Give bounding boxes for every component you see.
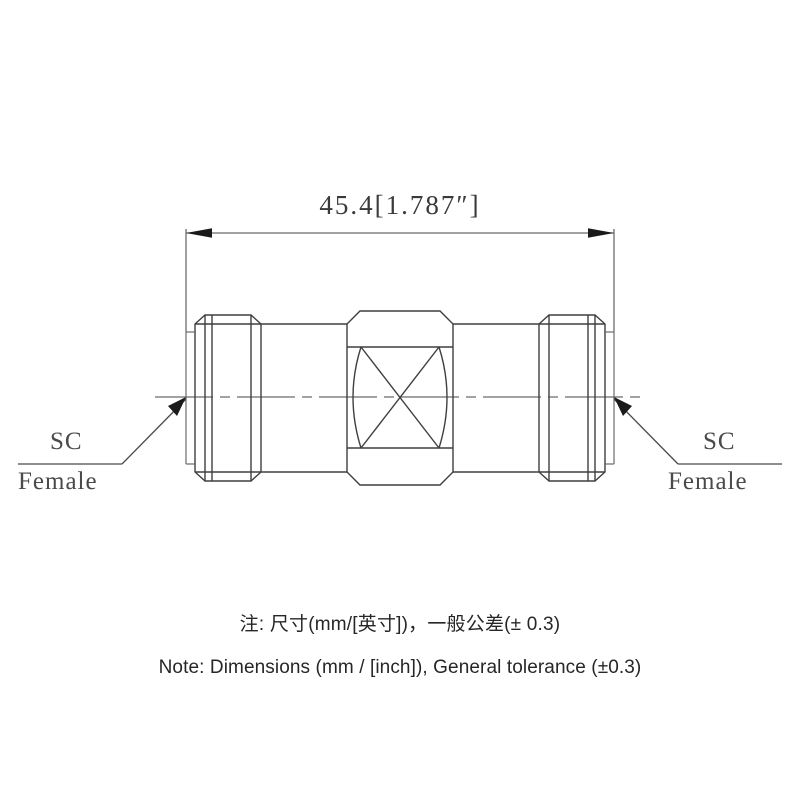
right-hex-nut [538, 314, 606, 482]
dimension-label: 45.4[1.787″] [319, 190, 481, 220]
left-callout-leader [18, 397, 187, 465]
right-callout-leader [613, 397, 782, 465]
left-leader-arrowhead [168, 397, 186, 416]
center-body-cross-b [360, 346, 440, 449]
dimension-group [185, 228, 615, 332]
note-chinese: 注: 尺寸(mm/[英寸])，一般公差(± 0.3) [239, 614, 561, 635]
right-callout-line1: SC [703, 428, 736, 455]
right-extension-whiskers [604, 331, 615, 465]
note-english: Note: Dimensions (mm / [inch]), General … [158, 657, 642, 678]
center-body-outline [346, 310, 454, 486]
left-hex-nut [194, 314, 262, 482]
center-body-arc-left [352, 346, 362, 449]
dimension-arrowhead-left [186, 228, 212, 238]
right-callout-line2: Female [668, 468, 748, 495]
center-hex-body [346, 310, 454, 486]
dimension-arrowhead-right [588, 228, 614, 238]
left-barrel [261, 323, 347, 473]
left-extension-whiskers [185, 331, 196, 465]
right-barrel [453, 323, 539, 473]
center-body-arc-right [438, 346, 448, 449]
right-leader-arrowhead [614, 397, 632, 416]
left-callout-line1: SC [50, 428, 83, 455]
left-callout-line2: Female [18, 468, 98, 495]
